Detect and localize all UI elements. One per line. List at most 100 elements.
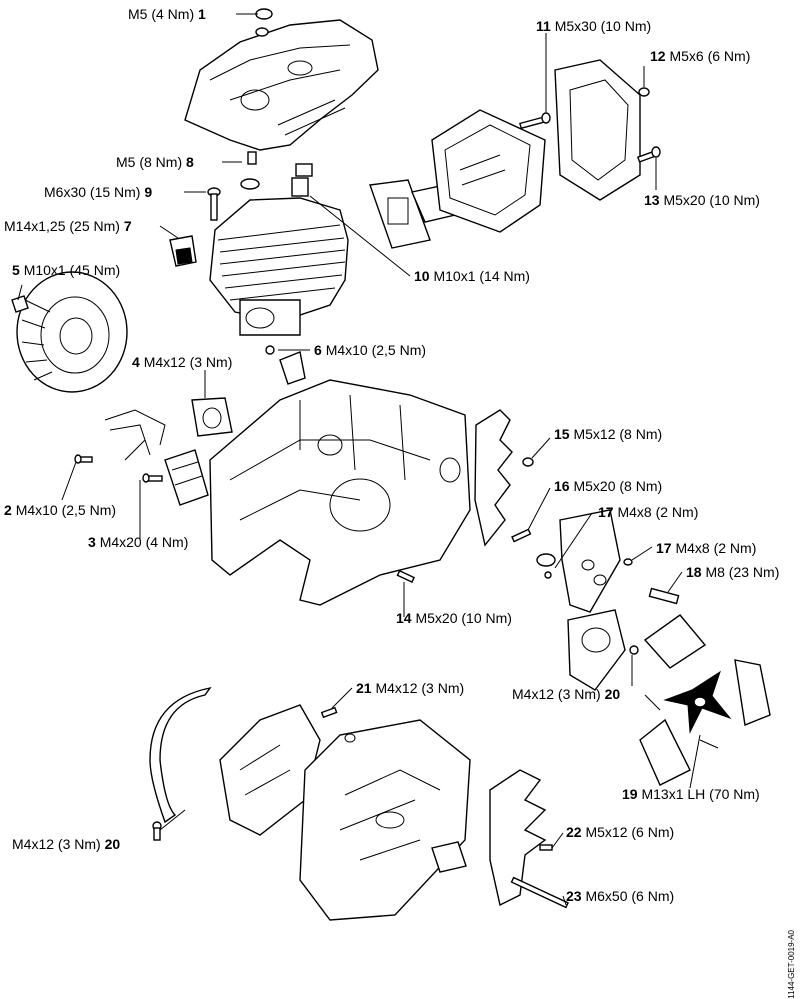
callout-spec: M13x1 LH (70 Nm) [641,786,760,802]
callout-8: M5 (8 Nm) 8 [116,154,194,170]
leader-lines [17,13,701,906]
callout-number: 19 [622,786,638,802]
callout-spec: M4x12 (3 Nm) [143,354,233,370]
callout-11: 11 M5x30 (10 Nm) [536,18,651,34]
oil-pump-part-17 [536,553,556,579]
clutch-shoe [643,614,707,669]
callout-17b: 17 M4x8 (2 Nm) [656,540,756,556]
screw-part-16 [511,528,532,543]
screw-part-21 [320,706,338,719]
flywheel [11,271,128,393]
crankcase [209,379,471,606]
callout-spec: M5x30 (10 Nm) [554,18,652,34]
callout-22: 22 M5x12 (6 Nm) [566,824,674,840]
callout-number: 17 [656,540,672,556]
callout-spec: M4x12 (3 Nm) [512,686,601,702]
callout-number: 5 [12,262,20,278]
callout-spec: M5x20 (10 Nm) [663,192,760,208]
callout-19: 19 M13x1 LH (70 Nm) [622,786,760,802]
callout-number: 7 [123,218,132,234]
callout-spec: M5 (8 Nm) [116,154,183,170]
document-id: 1144-GET-0019-A0 [787,930,796,999]
spacer-sleeve [431,841,467,873]
callout-number: 22 [566,824,582,840]
callout-13: 13 M5x20 (10 Nm) [644,192,760,208]
oil-pump [567,609,626,691]
screw-part-17b [623,558,633,566]
bumper-spike [474,409,513,547]
callout-number: 6 [314,342,322,358]
ignition-wire [104,409,166,461]
callout-number: 8 [186,154,194,170]
callout-15: 15 M5x12 (8 Nm) [554,426,662,442]
spark-plug-part-7 [169,235,197,267]
callout-spec: M4x8 (2 Nm) [675,540,757,556]
callout-5: 5 M10x1 (45 Nm) [12,262,120,278]
callout-6: 6 M4x10 (2,5 Nm) [314,342,426,358]
callout-18: 18 M8 (23 Nm) [686,564,779,580]
screw-part-13 [636,146,661,163]
callout-spec: M6x50 (6 Nm) [585,888,675,904]
callout-number: 16 [554,478,570,494]
callout-spec: M5x20 (10 Nm) [415,610,512,626]
callout-spec: M14x1,25 (25 Nm) [4,218,120,234]
callout-spec: M5x12 (8 Nm) [573,426,663,442]
callout-spec: M5x20 (8 Nm) [573,478,663,494]
callout-number: 9 [144,184,153,200]
muffler-cover [554,59,641,201]
screw-part-20b [152,821,162,841]
callout-16: 16 M5x20 (8 Nm) [554,478,662,494]
screw-part-12 [638,87,650,97]
stud-part-18 [648,587,680,605]
screw-part-6 [265,345,306,385]
callout-3: 3 M4x20 (4 Nm) [88,534,188,550]
callout-number: 14 [396,610,412,626]
engine-shroud [184,19,379,151]
callout-12: 12 M5x6 (6 Nm) [650,48,750,64]
sprocket-cover [299,719,471,921]
callout-20b: M4x12 (3 Nm) 20 [12,836,120,852]
bolt-part-23 [510,876,569,909]
callout-number: 10 [414,268,430,284]
callout-21: 21 M4x12 (3 Nm) [356,680,464,696]
callout-number: 23 [566,888,582,904]
callout-spec: M4x10 (2,5 Nm) [325,342,427,358]
screw-part-14 [396,569,416,584]
callout-10: 10 M10x1 (14 Nm) [414,268,530,284]
callout-number: 17 [598,504,614,520]
callout-4: 4 M4x12 (3 Nm) [132,354,232,370]
callout-number: 11 [536,18,551,34]
clutch-hub-part-19 [663,670,732,734]
callout-number: 2 [4,502,12,518]
callout-spec: M5x12 (6 Nm) [585,824,675,840]
guide-plate [559,509,621,613]
callout-spec: M4x20 (4 Nm) [99,534,189,550]
muffler-body [431,109,546,233]
callout-number: 13 [644,192,660,208]
callout-spec: M5x6 (6 Nm) [669,48,751,64]
screw-part-11 [519,112,551,130]
callout-1: M5 (4 Nm) 1 [128,6,206,22]
callout-number: 20 [104,836,121,852]
callout-spec: M8 (23 Nm) [705,564,780,580]
screw-part-22 [539,844,553,851]
callout-20a: M4x12 (3 Nm) 20 [512,686,620,702]
screw-part-15 [522,457,534,467]
callout-spec: M4x12 (3 Nm) [375,680,465,696]
callout-2: 2 M4x10 (2,5 Nm) [4,502,116,518]
valve-part-8 [240,151,260,190]
bolt-part-9 [207,187,221,221]
muffler-gasket [369,179,456,249]
callout-number: 18 [686,564,702,580]
callout-spec: M10x1 (14 Nm) [433,268,530,284]
callout-17a: 17 M4x8 (2 Nm) [598,504,698,520]
callout-spec: M4x10 (2,5 Nm) [15,502,117,518]
callout-number: 12 [650,48,666,64]
screw-part-2 [74,454,93,464]
screw-part-3 [142,473,163,483]
nut-part-1 [255,8,273,37]
callout-number: 4 [132,354,140,370]
callout-spec: M6x30 (15 Nm) [44,184,141,200]
callout-14: 14 M5x20 (10 Nm) [396,610,512,626]
callout-23: 23 M6x50 (6 Nm) [566,888,674,904]
